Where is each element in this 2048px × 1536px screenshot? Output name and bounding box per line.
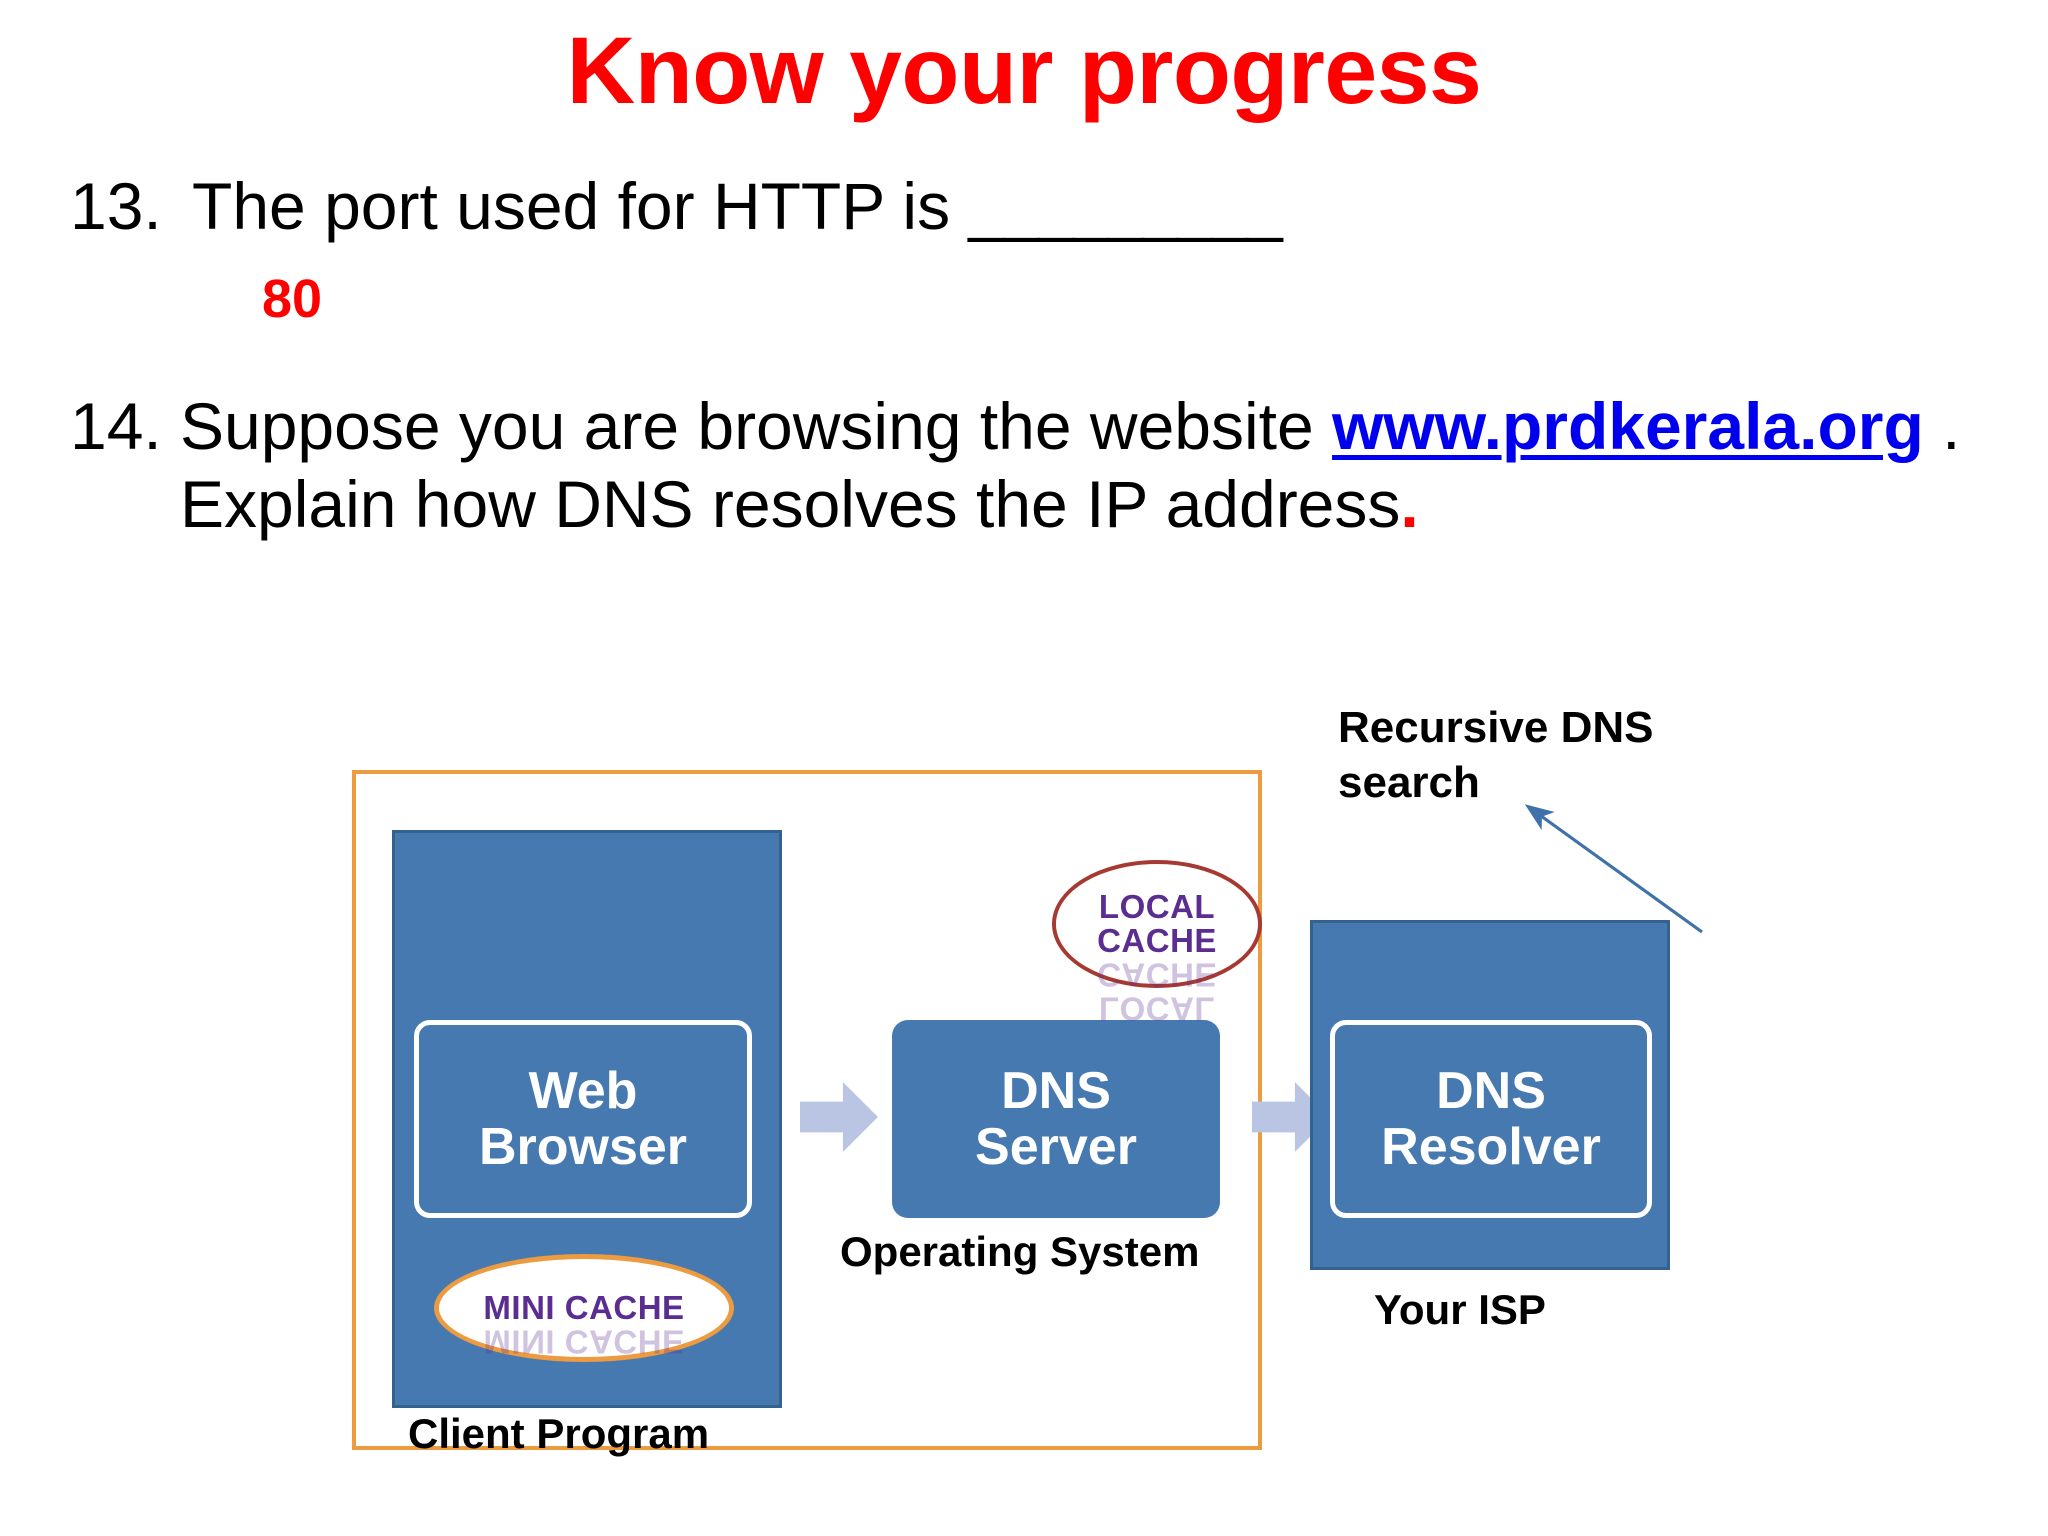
question-list: 13. The port used for HTTP is _________ … xyxy=(70,168,1970,544)
web-browser-label-line1: Web xyxy=(528,1061,638,1120)
client-program-label: Client Program xyxy=(408,1410,710,1457)
question-14-end-punctuation: . xyxy=(1400,466,1419,541)
question-item-13: 13. The port used for HTTP is _________ xyxy=(70,168,1970,246)
isp-group: Recursive DNS search DNS Resolver Your I… xyxy=(1310,700,1930,1350)
question-14-part1: Suppose you are browsing the website xyxy=(180,388,1333,463)
local-cache-line1: LOCAL xyxy=(1098,888,1216,926)
prdkerala-link[interactable]: www.prdkerala.org xyxy=(1332,388,1924,463)
dns-resolver-panel xyxy=(1310,920,1670,1270)
mini-cache-ellipse: MINI CACHE xyxy=(434,1254,734,1362)
your-isp-label: Your ISP xyxy=(1374,1286,1546,1333)
dns-resolution-diagram: Web Browser DNS Server MINI CACHE LOCAL … xyxy=(352,762,1330,1462)
question-number-13: 13. xyxy=(70,169,162,243)
local-cache-label: LOCAL CACHE xyxy=(1097,890,1217,957)
operating-system-label: Operating System xyxy=(840,1228,1200,1275)
question-item-14: 14. Suppose you are browsing the website… xyxy=(70,388,1970,544)
question-text-13: The port used for HTTP is _________ xyxy=(192,168,1970,246)
question-14-part2: . Explain how DNS resolves the IP addres… xyxy=(180,388,1961,541)
question-13-blank: _________ xyxy=(968,169,1282,243)
answer-13: 80 xyxy=(262,268,323,329)
dns-resolver-label-line1: DNS xyxy=(1436,1061,1546,1120)
question-text-14: Suppose you are browsing the website www… xyxy=(180,388,1970,544)
dns-resolver-box: DNS Resolver xyxy=(1330,1020,1652,1218)
question-number-14: 14. xyxy=(70,388,162,463)
page-title: Know your progress xyxy=(566,18,1482,124)
dns-resolver-label-line2: Resolver xyxy=(1381,1118,1601,1176)
web-browser-label-line2: Browser xyxy=(478,1118,688,1176)
web-browser-box: Web Browser xyxy=(414,1020,752,1218)
mini-cache-label: MINI CACHE xyxy=(483,1291,684,1325)
recursive-dns-search-label: Recursive DNS search xyxy=(1338,703,1654,807)
dns-server-box: DNS Server xyxy=(892,1020,1220,1218)
dns-server-label-line1: DNS xyxy=(1001,1061,1111,1120)
dns-server-label-line2: Server xyxy=(975,1118,1137,1176)
local-cache-ellipse: LOCAL CACHE xyxy=(1052,860,1262,988)
recursive-dns-search-arrow-icon xyxy=(1524,804,1703,934)
local-cache-line2: CACHE xyxy=(1097,922,1217,959)
question-13-statement: The port used for HTTP is xyxy=(192,169,969,243)
